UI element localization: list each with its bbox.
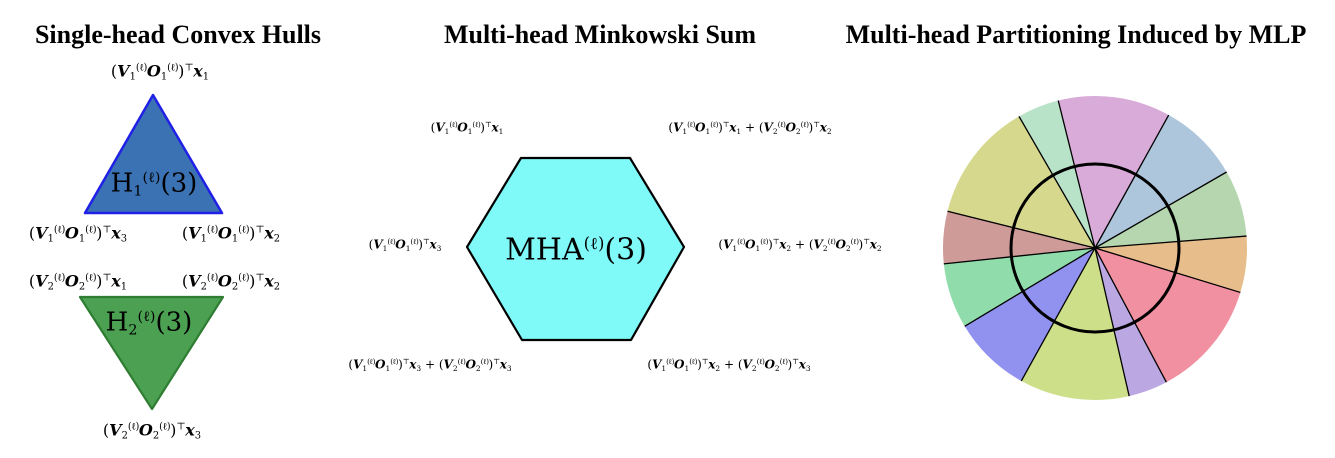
pie-sector-boundary [943,247,1096,265]
pie-sector-boundary [964,247,1096,327]
hull1-name-label: H1(ℓ)(3) [110,168,198,200]
pie-sector-boundary [1094,114,1170,249]
hull1-vertex-x1-label: (V1(ℓ)O1(ℓ))⊤x1 [110,61,210,83]
mha-vertex-top-right-label: (V1(ℓ)O1(ℓ))⊤x1 + (V2(ℓ)O2(ℓ))⊤x2 [668,120,832,136]
pie-sector-boundary [947,210,1096,249]
mha-hexagon [465,156,686,342]
hull2-vertex-x1-label: (V2(ℓ)O2(ℓ))⊤x1 [28,271,128,293]
pie-sector-periwinkle [964,248,1095,381]
mha-vertex-left-label: (V1(ℓ)O1(ℓ))⊤x3 [368,237,442,253]
pie-sector-lavender [1095,248,1167,397]
pie-sector-boundary [1094,235,1247,249]
pie-sector-boundary [1020,247,1096,382]
mha-vertex-bottom-left-label: (V1(ℓ)O1(ℓ))⊤x3 + (V2(ℓ)O2(ℓ))⊤x3 [348,357,512,373]
mha-name-label: MHA(ℓ)(3) [505,232,647,268]
pie-sector-khaki [947,116,1095,248]
pie-sector-yellow-green [1021,248,1130,400]
hull1-triangle [83,93,224,215]
mha-vertex-right-label: (V1(ℓ)O1(ℓ))⊤x2 + (V2(ℓ)O2(ℓ))⊤x2 [718,237,882,253]
pie-sector-tan [1095,236,1248,293]
pie-sector-boundary [1094,247,1241,294]
pie-sector-boundary [1018,116,1096,249]
mha-polytope-inner-circle [1009,162,1181,334]
left-panel-title: Single-head Convex Hulls [34,20,322,49]
hull2-triangle [78,295,225,411]
hull1-vertex-x3-label: (V1(ℓ)O1(ℓ))⊤x3 [28,223,128,245]
pie-sector-blue-gray [1095,115,1227,249]
mha-vertex-top-left-label: (V1(ℓ)O1(ℓ))⊤x1 [430,120,504,136]
mha-vertex-bottom-right-label: (V1(ℓ)O1(ℓ))⊤x2 + (V2(ℓ)O2(ℓ))⊤x3 [647,357,811,373]
pie-sector-boundary [1094,247,1130,397]
pie-sector-boundary [1094,247,1167,383]
right-panel-title: Multi-head Partitioning Induced by MLP [845,20,1307,49]
pie-sector-boundary [1057,100,1096,249]
pie-sector-mauve [943,211,1095,264]
pie-sector-boundary [1094,171,1227,249]
middle-panel-title: Multi-head Minkowski Sum [443,20,757,49]
hull1-vertex-x2-label: (V1(ℓ)O1(ℓ))⊤x2 [181,223,281,245]
hull2-name-label: H2(ℓ)(3) [105,307,193,339]
hull2-vertex-x2-label: (V2(ℓ)O2(ℓ))⊤x2 [181,271,281,293]
hull2-vertex-x3-label: (V2(ℓ)O2(ℓ))⊤x3 [102,420,202,442]
